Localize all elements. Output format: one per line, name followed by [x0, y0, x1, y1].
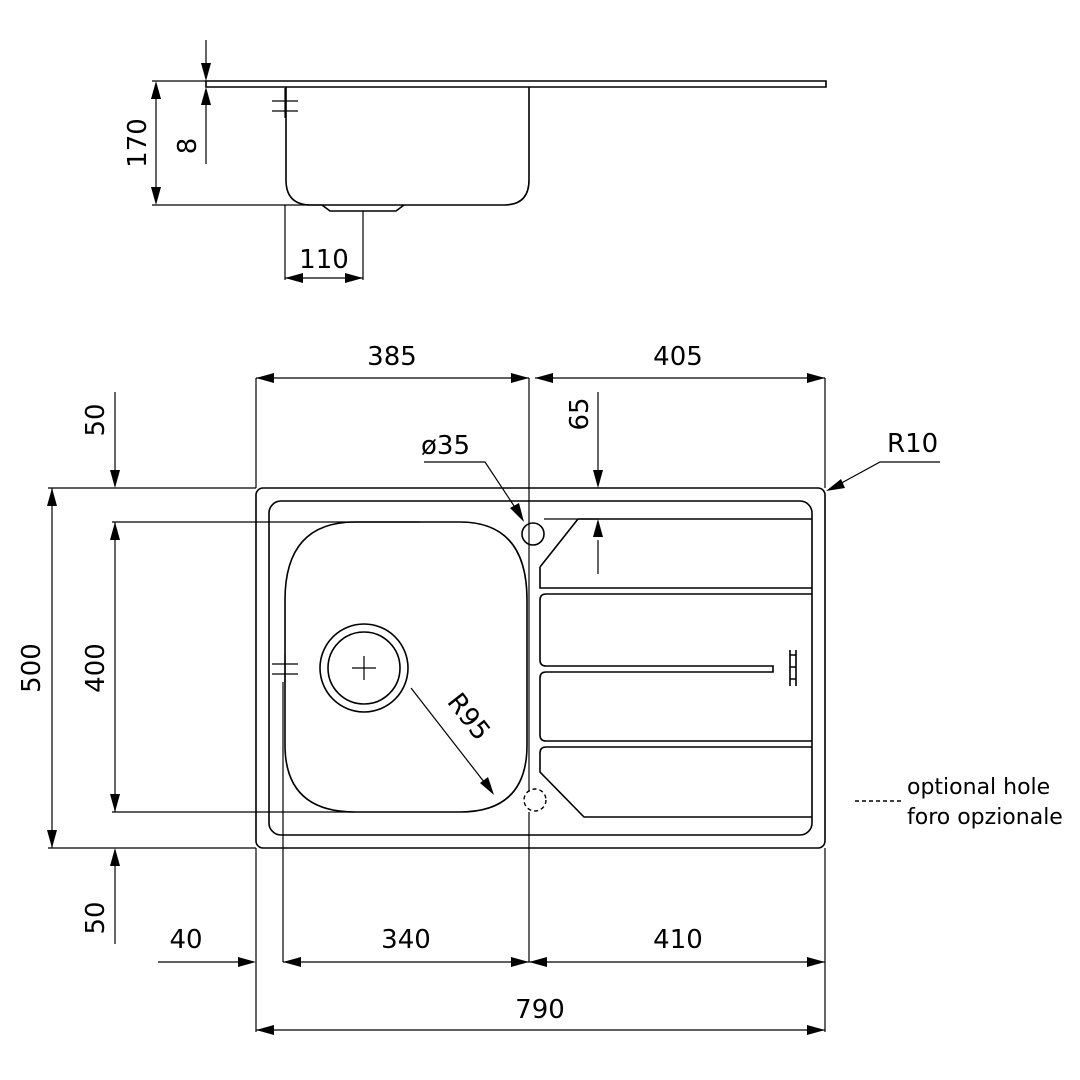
dim-hole-offset: 65 [565, 397, 595, 430]
legend-foro-opzionale: foro opzionale [907, 805, 1063, 830]
dim-bowl-width: 385 [367, 342, 417, 372]
dim-margin-bottom: 50 [81, 901, 111, 934]
drainer-grooves [539, 518, 812, 818]
dim-edge-margin: 40 [169, 925, 202, 955]
dim-bowl-inner: 340 [381, 925, 431, 955]
side-view-drain [321, 204, 405, 212]
tap-hole [521, 522, 545, 546]
dim-overall-depth: 500 [17, 643, 47, 693]
dim-drainer-width: 405 [653, 342, 703, 372]
dim-margin-top: 50 [81, 403, 111, 436]
dim-hole-diameter: ø35 [421, 431, 470, 461]
sink-outline [255, 487, 826, 849]
dim-drainer-inner: 410 [653, 925, 703, 955]
legend-optional-hole: optional hole [907, 775, 1050, 800]
dim-overall-width: 790 [515, 995, 565, 1025]
bowl-outline [284, 521, 528, 813]
side-view: 170 8 110 [123, 40, 827, 283]
drain [319, 623, 409, 713]
side-view-slab [205, 80, 827, 88]
dim-side-drain-offset: 110 [299, 245, 349, 275]
optional-hole [523, 788, 547, 812]
dim-side-depth: 170 [123, 118, 153, 168]
dim-corner-radius: R10 [887, 429, 938, 459]
dim-side-flange: 8 [173, 138, 203, 155]
legend: optional hole foro opzionale [855, 775, 1063, 830]
sink-inner-deck [268, 500, 813, 836]
dim-bowl-depth: 400 [81, 643, 111, 693]
side-view-bowl [285, 87, 530, 206]
top-view: 385 405 ø35 65 R10 500 400 50 [17, 342, 940, 1035]
